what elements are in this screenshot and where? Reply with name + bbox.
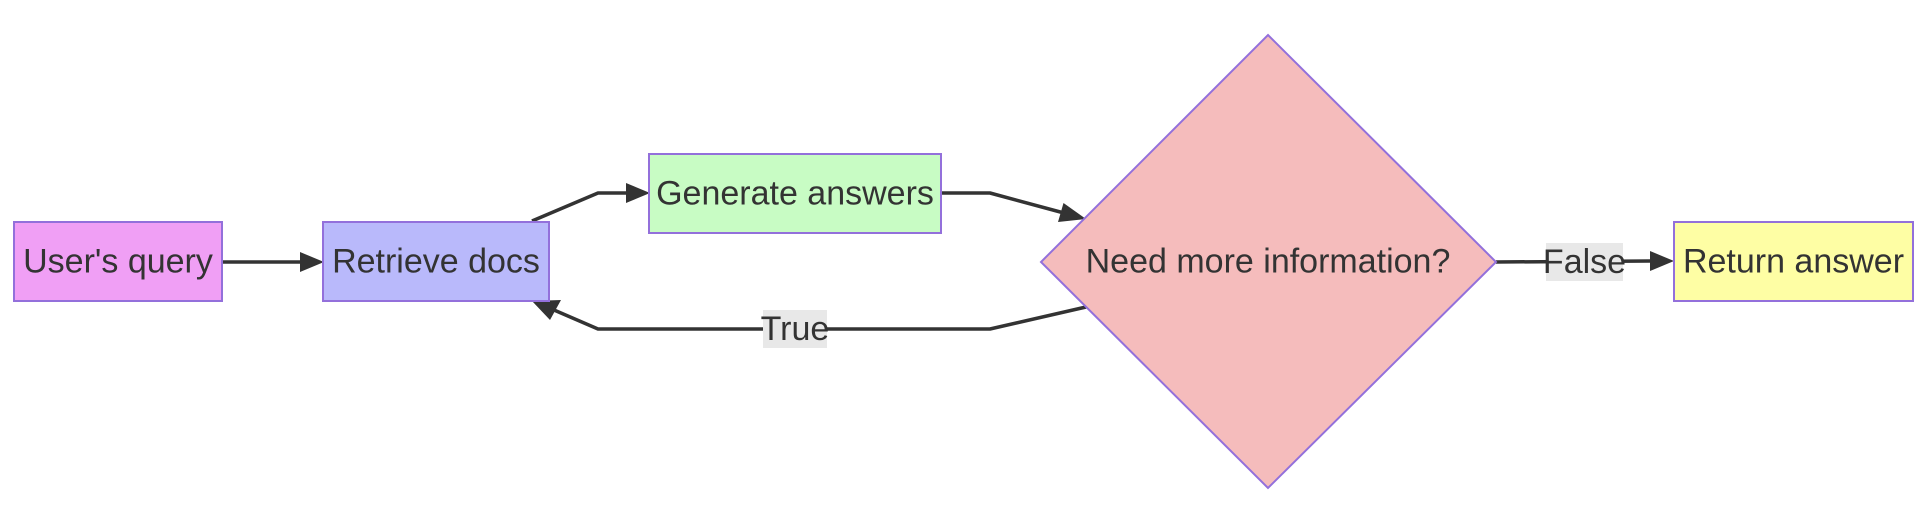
arrowhead-icon (1058, 203, 1086, 222)
edge-label-false: False (1543, 243, 1626, 281)
node-need-more-information: Need more information? (1039, 33, 1498, 490)
edge-retrieve-to-generate (531, 183, 650, 223)
node-return-answer-label: Return answer (1683, 243, 1904, 281)
arrowhead-icon (300, 252, 324, 272)
edge-generate-to-decision (940, 191, 1086, 222)
node-retrieve-docs: Retrieve docs (322, 221, 550, 302)
node-need-more-information-label: Need more information? (1086, 243, 1451, 281)
node-generate-answers: Generate answers (648, 153, 942, 234)
arrowhead-icon (532, 300, 561, 320)
edge-label-true: True (761, 310, 830, 348)
edge-label-false-text: False (1543, 243, 1626, 281)
arrowhead-icon (626, 183, 650, 203)
arrowhead-icon (1650, 251, 1674, 271)
node-return-answer: Return answer (1673, 221, 1914, 302)
edge-query-to-retrieve (222, 252, 324, 272)
node-generate-answers-label: Generate answers (656, 175, 934, 213)
edge-label-true-text: True (761, 310, 830, 348)
node-users-query: User's query (13, 221, 223, 302)
node-users-query-label: User's query (23, 243, 213, 281)
node-retrieve-docs-label: Retrieve docs (332, 243, 540, 281)
